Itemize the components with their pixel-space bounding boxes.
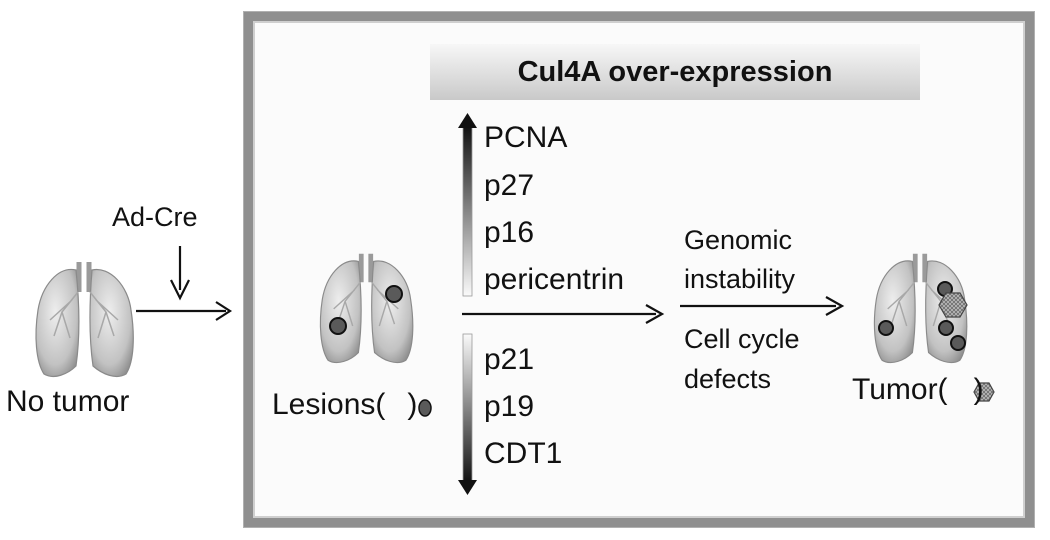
instability-label: instability [684,264,796,294]
marker-down-cdt1: CDT1 [484,437,563,470]
defects-label: defects [684,364,772,394]
marker-down-p19: p19 [484,390,535,423]
lesion-dot-icon [418,399,432,417]
lungs-icon-lesions [320,254,412,363]
marker-up-p16: p16 [484,216,535,249]
marker-up-p27: p27 [484,169,535,202]
no-tumor-caption: No tumor [6,385,130,418]
lesions-caption: Lesions() [272,388,418,421]
lesion-dot-icon [950,335,966,351]
lesion-dot-icon [878,320,894,336]
downregulation-arrow [462,333,473,483]
lesion-dot-icon [385,285,403,303]
marker-up-pcna: PCNA [484,121,568,154]
cell-cycle-label: Cell cycle [684,324,800,354]
lesion-dot-icon [329,317,347,335]
tumor-caption: Tumor() [852,373,984,406]
lesion-dot-icon [938,320,954,336]
tumor-hexagon-icon [938,292,968,318]
ad-cre-label: Ad-Cre [112,202,198,232]
marker-down-p21: p21 [484,343,535,376]
genomic-label: Genomic [684,225,793,255]
tumor-hexagon-icon [973,382,995,402]
banner-title: Cul4A over-expression [517,55,833,88]
lungs-icon-no-tumor [36,262,133,376]
upregulation-arrow [462,125,473,297]
marker-up-pericentrin: pericentrin [484,263,625,296]
banner-background [430,44,920,100]
